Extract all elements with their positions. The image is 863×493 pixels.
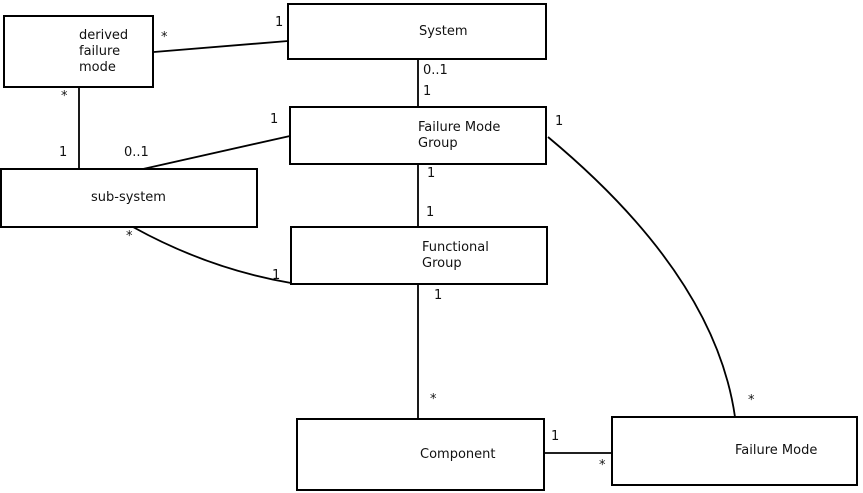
node-label: Functional Group [422, 239, 489, 271]
multiplicity-system-fmg-zeroone: 0..1 [423, 63, 448, 78]
multiplicity-system-fmg-one: 1 [423, 84, 432, 99]
multiplicity-dfm-system-star: * [161, 30, 168, 45]
node-label: sub-system [91, 190, 166, 205]
node-label: System [419, 23, 468, 39]
node-failure-mode-group: Failure Mode Group [289, 106, 547, 165]
multiplicity-fmg-fg-one-bottom: 1 [426, 205, 435, 220]
multiplicity-subsystem-fg-one: 1 [272, 268, 281, 283]
node-component: Component [296, 418, 545, 491]
node-label: Component [420, 446, 496, 462]
edge-sub-system-functional-group [132, 226, 292, 284]
node-label: derived failure mode [79, 27, 129, 75]
multiplicity-fmg-fg-one-top: 1 [427, 166, 436, 181]
multiplicity-dfm-subsystem-one: 1 [59, 145, 68, 160]
multiplicity-dfm-subsystem-star: * [61, 89, 68, 104]
multiplicity-fmg-fm-one: 1 [555, 114, 564, 129]
node-sub-system: sub-system [0, 168, 258, 228]
node-derived-failure-mode: derived failure mode [3, 15, 154, 88]
node-functional-group: Functional Group [290, 226, 548, 285]
multiplicity-subsystem-fg-star: * [126, 229, 133, 244]
node-label: Failure Mode [735, 443, 818, 458]
multiplicity-subsystem-fmg-zeroone: 0..1 [124, 145, 149, 160]
multiplicity-fmg-fm-star: * [748, 393, 755, 408]
multiplicity-dfm-system-one: 1 [275, 15, 284, 30]
multiplicity-subsystem-fmg-one: 1 [270, 112, 279, 127]
edge-sub-system-failure-mode-group [142, 135, 291, 170]
multiplicity-component-fm-one: 1 [551, 429, 560, 444]
node-failure-mode: Failure Mode [611, 416, 858, 486]
node-system: System [287, 3, 547, 60]
node-label: Failure Mode Group [418, 119, 501, 151]
edge-failure-mode-group-failure-mode [547, 136, 736, 418]
multiplicity-component-fm-star: * [599, 458, 606, 473]
multiplicity-fg-component-star: * [430, 392, 437, 407]
edge-derived-failure-mode-system [153, 40, 289, 53]
multiplicity-fg-component-one: 1 [434, 288, 443, 303]
